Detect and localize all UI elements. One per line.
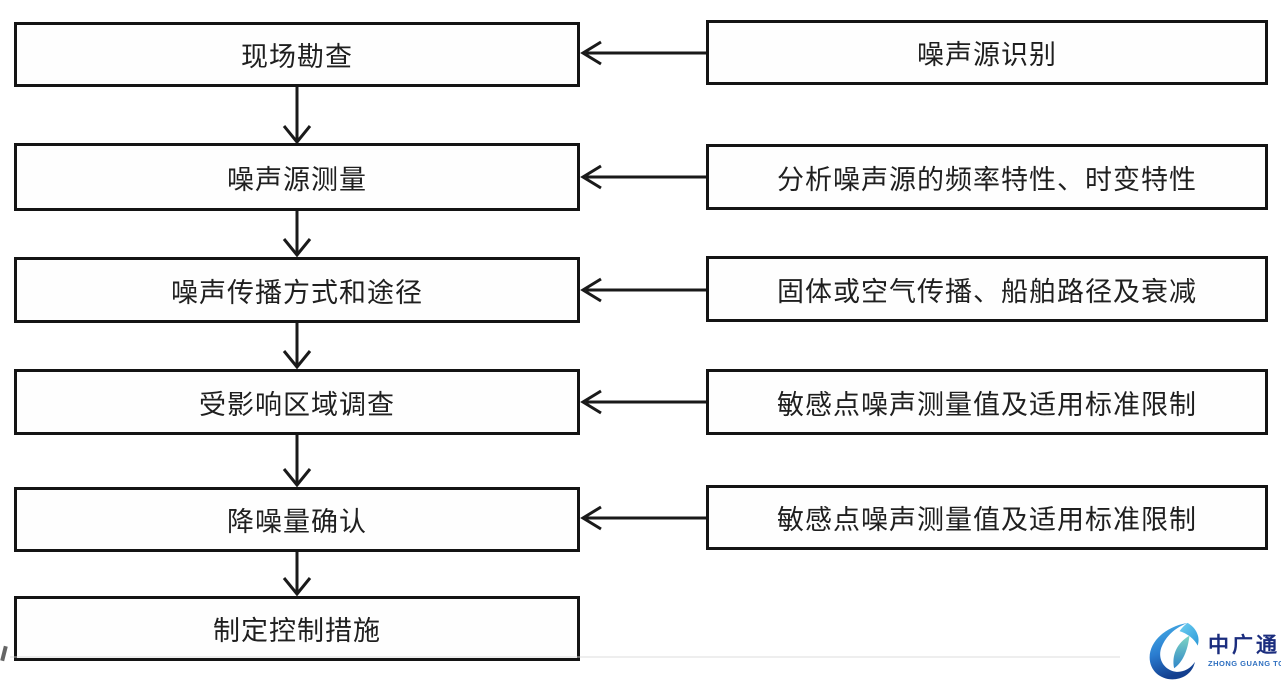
scan-artifact-tick <box>0 645 8 662</box>
scan-artifact-line <box>10 656 1120 658</box>
flow-box-label: 受影响区域调查 <box>199 389 395 421</box>
left-arrow-3 <box>580 277 706 303</box>
flow-box-label: 现场勘查 <box>241 42 353 73</box>
note-box-sensitive-point-limits-1: 敏感点噪声测量值及适用标准限制 <box>706 369 1268 435</box>
left-arrow-4 <box>580 389 706 415</box>
flow-box-propagation-path: 噪声传播方式和途径 <box>14 257 580 323</box>
note-box-label: 敏感点噪声测量值及适用标准限制 <box>777 505 1197 536</box>
note-box-sensitive-point-limits-2: 敏感点噪声测量值及适用标准限制 <box>706 485 1268 550</box>
note-box-label: 噪声源识别 <box>917 40 1057 71</box>
flow-box-affected-area-survey: 受影响区域调查 <box>14 369 580 435</box>
note-box-label: 固体或空气传播、船舶路径及衰减 <box>777 276 1197 308</box>
left-arrow-5 <box>580 505 706 531</box>
down-arrow-5 <box>282 552 312 597</box>
brand-logo: 中广通 ZHONG GUANG TONG <box>1146 617 1281 685</box>
flow-box-label: 噪声源测量 <box>227 164 367 196</box>
left-arrow-2 <box>580 164 706 190</box>
note-box-source-identification: 噪声源识别 <box>706 20 1268 85</box>
flow-box-source-measurement: 噪声源测量 <box>14 143 580 211</box>
logo-subtitle: ZHONG GUANG TONG <box>1208 659 1281 669</box>
swirl-leaf-icon <box>1149 622 1199 680</box>
note-box-frequency-characteristics: 分析噪声源的频率特性、时变特性 <box>706 144 1268 210</box>
down-arrow-3 <box>282 323 312 370</box>
flow-box-noise-reduction-confirm: 降噪量确认 <box>14 487 580 552</box>
flow-box-label: 噪声传播方式和途径 <box>171 277 423 309</box>
flow-box-label: 降噪量确认 <box>227 507 367 538</box>
flow-box-label: 制定控制措施 <box>213 616 381 647</box>
down-arrow-4 <box>282 435 312 488</box>
down-arrow-2 <box>282 211 312 258</box>
note-box-label: 分析噪声源的频率特性、时变特性 <box>777 164 1197 196</box>
logo-name: 中广通 <box>1208 633 1280 657</box>
note-box-label: 敏感点噪声测量值及适用标准限制 <box>777 389 1197 421</box>
logo-text: 中广通 ZHONG GUANG TONG <box>1208 634 1281 668</box>
flow-box-control-measures: 制定控制措施 <box>14 596 580 661</box>
left-arrow-1 <box>580 40 706 66</box>
note-box-transmission-attenuation: 固体或空气传播、船舶路径及衰减 <box>706 256 1268 322</box>
down-arrow-1 <box>282 87 312 145</box>
flow-box-site-survey: 现场勘查 <box>14 22 580 87</box>
